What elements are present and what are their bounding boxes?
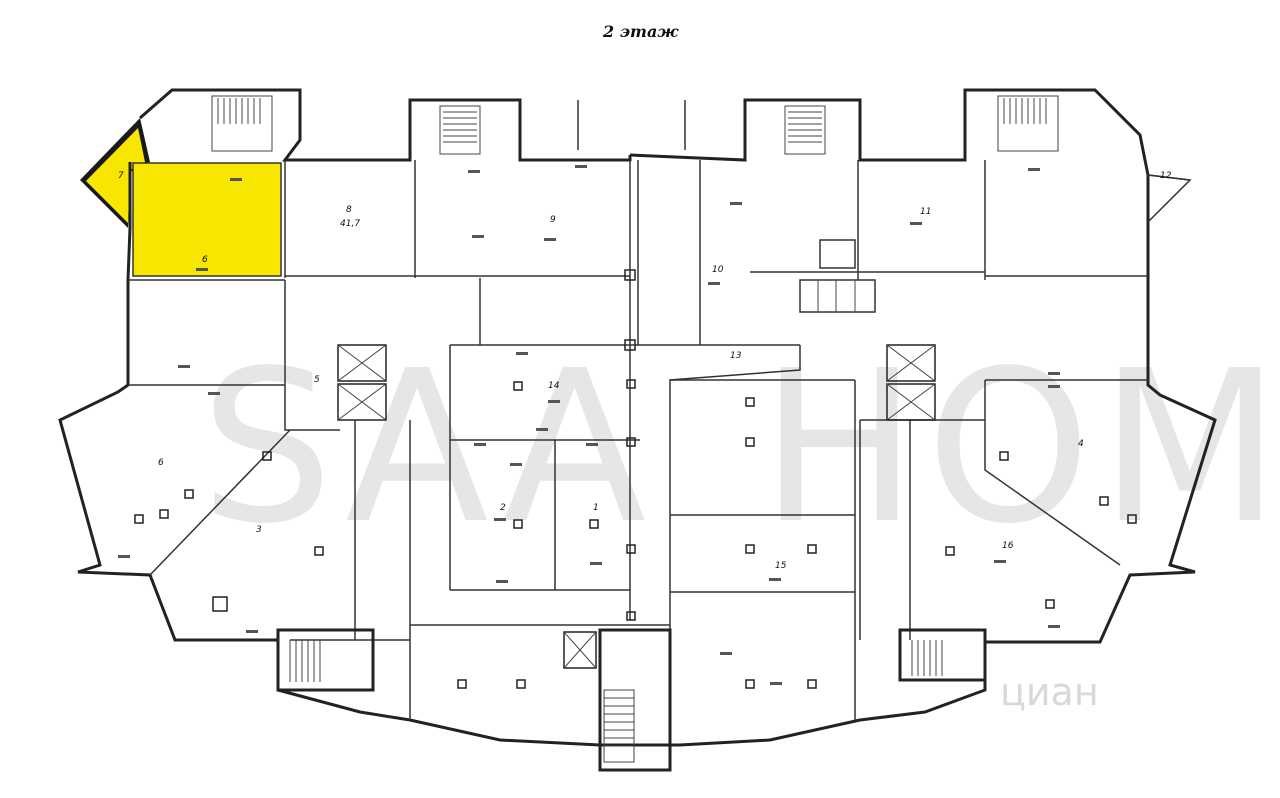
- room-1-number: 1: [593, 503, 599, 513]
- room-11-number: 11: [920, 207, 931, 217]
- dimension-marks: [118, 165, 1060, 685]
- bathroom-block: [799, 239, 876, 313]
- elevator-left: [337, 344, 387, 421]
- highlighted-unit[interactable]: [80, 118, 282, 277]
- room-5-number: 5: [314, 375, 320, 385]
- stairwell-top-right: [997, 95, 1059, 152]
- room-9-number: 9: [550, 215, 556, 225]
- room-6-top-number: 6: [202, 255, 208, 265]
- room-16-number: 16: [1002, 541, 1014, 551]
- stairwell-bottom-left: [276, 628, 375, 692]
- interior-walls: [128, 160, 1148, 740]
- room-12-number: 12: [1160, 171, 1172, 181]
- watermark-right: HOME: [760, 325, 1280, 570]
- columns: [134, 269, 1137, 689]
- stairwell-top-left: [211, 95, 273, 152]
- stairwell-bottom-right: [898, 628, 987, 682]
- room-14-number: 14: [548, 381, 560, 391]
- room-10-number: 10: [712, 265, 724, 275]
- room-3-number: 3: [256, 525, 262, 535]
- stairwell-bottom-center: [598, 628, 672, 772]
- watermark-corner: циан: [1000, 670, 1099, 714]
- room-7-number: 7: [118, 171, 124, 181]
- stairwell-top-2: [439, 105, 481, 155]
- room-15-number: 15: [775, 561, 787, 571]
- room-4-number: 4: [1078, 439, 1084, 449]
- room-6-number: 6: [158, 458, 164, 468]
- room-labels: 7 6 8 41,7 9 10 11 12 5 6 3 14 2 1 13 4 …: [118, 171, 1172, 571]
- stairwell-top-3: [784, 105, 826, 155]
- elevator-bottom: [563, 631, 597, 669]
- building-outline: [58, 88, 1217, 747]
- room-13-number: 13: [730, 351, 742, 361]
- elevator-right: [886, 344, 936, 421]
- room-8-number: 8: [346, 205, 352, 215]
- watermark-left: SAA: [200, 325, 654, 570]
- room-8-area: 41,7: [340, 219, 360, 229]
- room-2-number: 2: [500, 503, 506, 513]
- page-title: 2 этаж: [602, 22, 679, 41]
